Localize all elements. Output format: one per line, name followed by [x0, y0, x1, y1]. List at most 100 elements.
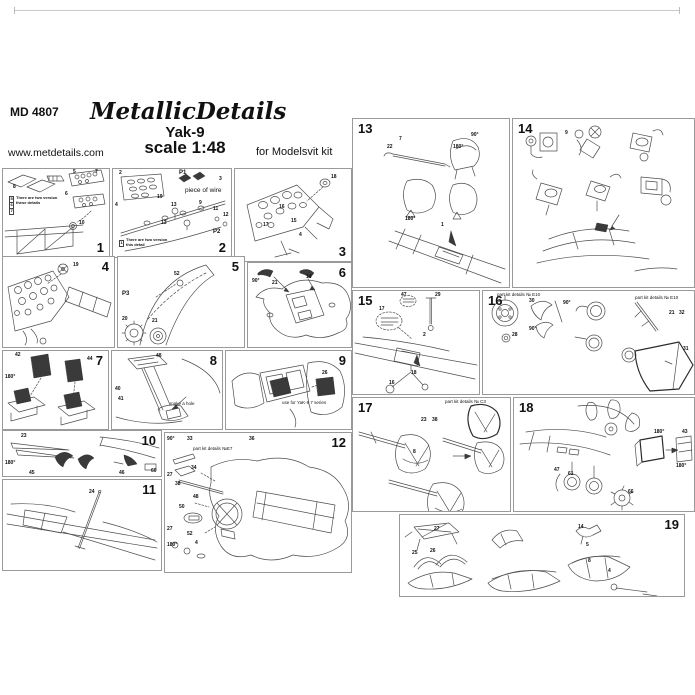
part-label: 44: [87, 356, 93, 362]
panel-number: 2: [218, 240, 226, 255]
part-label: 16: [279, 204, 285, 210]
part-label: 18: [411, 370, 417, 376]
panel-number: 18: [519, 400, 534, 415]
crop-mark: [14, 7, 15, 14]
drawing-radio-equipment: [354, 295, 478, 394]
drawing-seat-mount: [115, 354, 221, 424]
part-label: 40: [115, 386, 121, 392]
brand-logo: MetallicDetails: [90, 98, 287, 125]
part-label: 23: [421, 417, 427, 423]
annotation: part kit details № E10: [635, 295, 679, 300]
part-label: 29: [435, 292, 441, 298]
part-label: 28: [512, 332, 518, 338]
part-label: 5: [73, 169, 76, 175]
drawing-canopy-sections: [404, 522, 658, 596]
panel-14: 14 9: [512, 118, 695, 288]
part-label: 38: [432, 417, 438, 423]
part-label: 9: [565, 130, 568, 136]
part-label: 90°: [252, 278, 260, 284]
part-label: 47: [401, 292, 407, 298]
part-label: 2: [119, 170, 122, 176]
part-label: 8: [413, 449, 416, 455]
annotation: There are two version these details: [16, 195, 58, 205]
drawing-fuselage-top-parts: [171, 453, 349, 561]
drawing-radiator-mesh: [231, 361, 345, 428]
panel-number: 12: [331, 435, 346, 450]
part-label: 180°: [654, 429, 665, 435]
part-label: 180°: [453, 144, 464, 150]
panel-number: 11: [142, 482, 156, 497]
panel-4: 4 19: [2, 256, 115, 348]
part-label: 90°: [529, 326, 537, 332]
drawing-floor-and-pedals: [120, 171, 228, 252]
annotation: part kit details №E7: [193, 446, 233, 451]
part-label: 30: [529, 298, 535, 304]
annotation: piece of wire: [185, 187, 222, 194]
part-label: 19: [73, 262, 79, 268]
part-label: 50: [179, 504, 185, 510]
panel-number: 8: [209, 353, 217, 368]
part-label: 14: [578, 524, 584, 530]
drawing-cowling-exhaust: [10, 436, 160, 471]
part-label: 12: [223, 212, 229, 218]
panel-number: 10: [141, 433, 156, 448]
part-label: 10: [79, 220, 85, 226]
part-label: 6: [65, 191, 68, 197]
part-label: 3: [219, 176, 222, 182]
part-label: 20: [122, 316, 128, 322]
part-label: 31: [683, 346, 689, 352]
part-label: 17: [263, 222, 269, 228]
drawing-nose-oil-radiator: [519, 399, 693, 511]
drawing-headrest-armor: [383, 138, 506, 284]
annotation: part kit details № C3: [445, 399, 486, 404]
crop-mark: [679, 7, 680, 14]
website-url: www.metdetails.com: [8, 147, 104, 159]
part-label: 33: [187, 436, 193, 442]
part-label: 45: [29, 470, 35, 476]
sheet-edge-line: [14, 10, 680, 11]
part-label: 42: [15, 352, 21, 358]
part-label: 52: [187, 531, 193, 537]
part-label: P2: [213, 229, 221, 235]
panel-number: 7: [95, 353, 103, 368]
part-label: 27: [434, 526, 440, 532]
panel-number: 17: [358, 400, 373, 415]
part-label: 48: [193, 494, 199, 500]
part-label: 61: [568, 471, 574, 477]
part-label: 9: [199, 200, 202, 206]
part-label: 25: [412, 550, 418, 556]
part-label: 7: [399, 136, 402, 142]
drawing-antenna-mast: [6, 489, 158, 561]
drawing-instrument-panel-perspective: [246, 178, 334, 258]
part-label: 15: [291, 218, 297, 224]
annotation: make a hole: [170, 401, 195, 406]
part-label: 23: [21, 433, 27, 439]
panel-number: 3: [338, 244, 346, 259]
annotation: use for YaK-9 7 series: [282, 400, 327, 405]
part-label: 27: [167, 472, 173, 478]
drawing-tail-fin: [121, 264, 215, 346]
drawing-landing-gear-wheels: [491, 294, 694, 392]
panel-number: 6: [338, 265, 346, 280]
part-label: 180°: [5, 460, 16, 466]
part-label: 18: [331, 174, 337, 180]
panel-number: 14: [518, 121, 533, 136]
part-label: 90°: [471, 132, 479, 138]
part-label: 26: [322, 370, 328, 376]
part-label: 13: [161, 220, 167, 226]
panel-17: 17 part kit details № C3 23 38 8: [352, 397, 511, 512]
part-label: 11: [213, 206, 219, 212]
part-label: 5: [586, 542, 589, 548]
panel-number: 4: [101, 259, 109, 274]
